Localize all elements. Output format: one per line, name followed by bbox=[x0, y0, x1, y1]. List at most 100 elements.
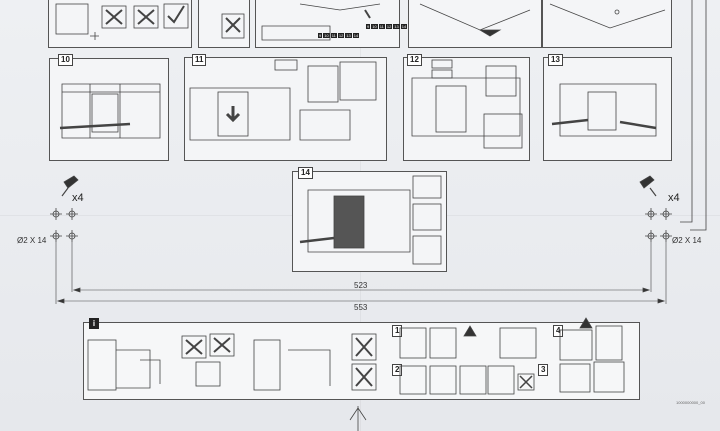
seq-item: 13 bbox=[345, 33, 352, 38]
seq-item: 12 bbox=[385, 24, 393, 29]
panel-top-4 bbox=[408, 0, 542, 48]
plinth-drawing bbox=[261, 25, 331, 41]
info-appliance-1 bbox=[87, 339, 117, 391]
info-cross-mark-3 bbox=[355, 337, 373, 357]
arrow-down bbox=[364, 9, 371, 19]
seq-item: 10 bbox=[323, 33, 330, 38]
bottom-step-1: 1 bbox=[392, 325, 403, 337]
bottom-step-2: 2 bbox=[392, 364, 403, 376]
panel-step-13 bbox=[543, 57, 672, 161]
info-badge: i bbox=[89, 318, 99, 329]
check-mark bbox=[167, 5, 185, 24]
screw-quantity-right: x4 bbox=[668, 192, 680, 204]
screw-size-left: Ø2 X 14 bbox=[17, 236, 47, 245]
seq-item: 9 bbox=[366, 24, 371, 29]
footer-code: 1000000000_00 bbox=[676, 400, 705, 405]
step13-dishwasher bbox=[587, 91, 617, 131]
sub-step1-a bbox=[399, 327, 427, 359]
dimension-arrows-inner bbox=[72, 287, 651, 293]
step11-detail-2 bbox=[339, 61, 377, 101]
sub-step2-d bbox=[487, 365, 515, 395]
seq-item: 14 bbox=[352, 33, 360, 38]
panel-step-12 bbox=[403, 57, 530, 161]
dimension-extension-inner bbox=[71, 242, 652, 292]
step10-arrow bbox=[59, 122, 131, 130]
step14-cabinet bbox=[307, 189, 411, 253]
info-appliance-2-side bbox=[288, 349, 331, 386]
seq-item: 9 bbox=[318, 33, 323, 38]
screw-size-right: Ø2 X 14 bbox=[672, 236, 702, 245]
sub-step2-b bbox=[429, 365, 457, 395]
step10-cabinet bbox=[61, 83, 161, 139]
bottom-step-3: 3 bbox=[538, 364, 549, 376]
step12-detail-1 bbox=[485, 65, 517, 97]
panel-top-5 bbox=[542, 0, 672, 48]
step12-dishwasher bbox=[435, 85, 467, 133]
screw-marks-left bbox=[50, 208, 78, 242]
info-appliance-2 bbox=[253, 339, 281, 391]
seq-item: 10 bbox=[371, 24, 378, 29]
sub-step2-c bbox=[459, 365, 487, 395]
screw-quantity-left: x4 bbox=[72, 192, 84, 204]
sub-step2-a bbox=[399, 365, 427, 395]
cross-mark-2 bbox=[137, 9, 155, 25]
step14-detail-2 bbox=[412, 203, 442, 231]
step11-detail-3 bbox=[299, 109, 351, 141]
step-number-10: 10 bbox=[58, 54, 73, 66]
seq-item: 13 bbox=[393, 24, 400, 29]
step-number-11: 11 bbox=[192, 54, 207, 66]
sub-step1-b bbox=[429, 327, 457, 359]
top-illustration-box bbox=[55, 3, 89, 35]
step12-part-1 bbox=[431, 59, 453, 69]
info-cross-mark-2 bbox=[213, 337, 231, 353]
sub-step1-c bbox=[499, 327, 537, 359]
sub-step3-cross bbox=[517, 373, 535, 391]
info-cross-mark-4 bbox=[355, 367, 373, 387]
screwdriver-left-icon bbox=[63, 175, 79, 189]
seq-item: 14 bbox=[400, 24, 408, 29]
screwdriver-right-icon bbox=[639, 175, 655, 189]
step13-arrows bbox=[551, 118, 657, 130]
panel-info-bottom bbox=[83, 322, 640, 400]
arrow-head bbox=[478, 29, 502, 37]
sub-step4-b bbox=[595, 325, 623, 361]
step14-arrow bbox=[299, 236, 335, 244]
hinge-circle bbox=[614, 9, 620, 15]
step11-detail-1 bbox=[307, 65, 339, 103]
step-number-12: 12 bbox=[407, 54, 422, 66]
dimension-arrows-outer bbox=[56, 298, 666, 304]
step12-part-2 bbox=[431, 69, 453, 79]
dimension-outer-width: 553 bbox=[354, 303, 368, 312]
screwdriver-right-tip bbox=[649, 187, 657, 197]
step10-cabinet-lines bbox=[62, 84, 160, 138]
panel-top-2 bbox=[198, 0, 250, 48]
info-cross-mark-1 bbox=[185, 339, 203, 355]
info-cross-box-1 bbox=[181, 335, 207, 359]
step11-cabinet bbox=[189, 87, 291, 141]
warning-icon-1 bbox=[463, 325, 477, 337]
step-number-14: 14 bbox=[298, 167, 313, 179]
sequence-left: 9 10 11 12 13 14 bbox=[318, 33, 360, 38]
step12-detail-2 bbox=[483, 113, 523, 149]
panel-step-14 bbox=[292, 171, 447, 272]
panel-top-1 bbox=[48, 0, 192, 48]
info-cross-box-4 bbox=[351, 363, 377, 391]
sub-step4-a bbox=[559, 329, 593, 361]
step11-dishwasher bbox=[217, 91, 249, 137]
dimension-extension-outer bbox=[55, 242, 667, 304]
seq-item: 12 bbox=[337, 33, 345, 38]
guide-line-right-2 bbox=[690, 0, 707, 231]
step14-dishwasher bbox=[333, 195, 365, 249]
top-panel5-lines bbox=[549, 3, 666, 29]
check-box bbox=[163, 3, 189, 29]
info-guide bbox=[140, 359, 161, 384]
warning-icon-2 bbox=[579, 317, 593, 329]
cross-box-3 bbox=[221, 13, 245, 39]
panel-step-10 bbox=[49, 58, 169, 161]
step13-cabinet bbox=[559, 83, 657, 137]
center-fold-mark bbox=[349, 406, 367, 431]
info-cross-box-2 bbox=[209, 333, 235, 357]
step-number-13: 13 bbox=[548, 54, 563, 66]
